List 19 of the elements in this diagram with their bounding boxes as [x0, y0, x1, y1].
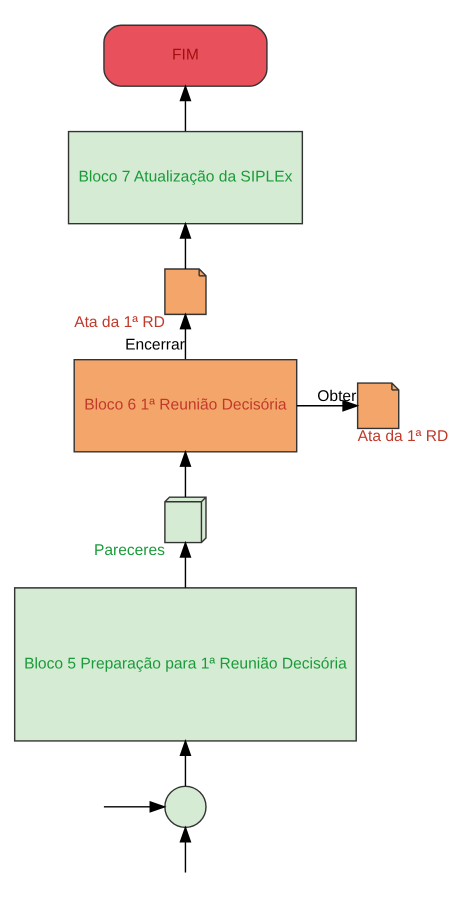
node-box: Bloco 5 Preparação para 1ª Reunião Decisória — [13, 586, 356, 742]
node-box: Bloco 7 Atualização da SIPLEx — [67, 130, 303, 224]
node-box: FIM — [102, 24, 268, 86]
arrow — [178, 540, 191, 588]
arrow — [178, 221, 191, 268]
arrow — [178, 84, 191, 131]
node-circle — [164, 785, 206, 828]
arrow — [178, 449, 191, 496]
node-label: Pareceres — [93, 541, 164, 558]
node-box: Bloco 6 1ª Reunião Decisória — [72, 358, 297, 452]
node-label: Ata da 1ª RD — [357, 427, 448, 444]
arrow — [296, 399, 359, 412]
node-label: Ata da 1ª RD — [74, 313, 164, 330]
arrow — [103, 800, 166, 812]
edge-label: Encerrar — [124, 336, 184, 354]
arrow — [178, 312, 191, 359]
edge-label: Obter — [316, 388, 356, 405]
arrow — [178, 738, 191, 786]
arrow — [178, 824, 191, 872]
